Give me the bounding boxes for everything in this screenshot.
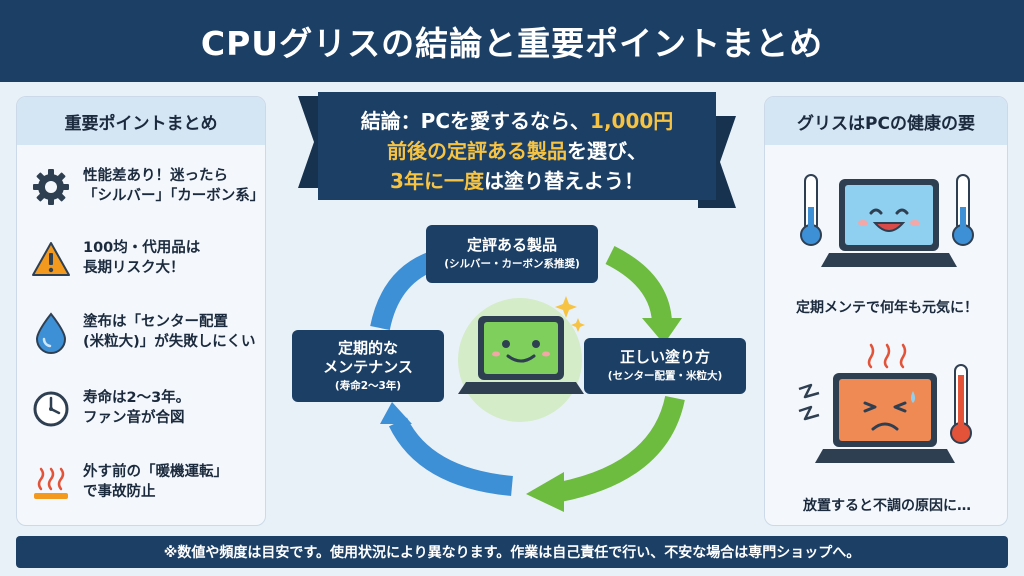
gear-icon bbox=[31, 165, 71, 209]
noise-icon bbox=[798, 383, 820, 399]
happy-laptop-icon bbox=[458, 296, 585, 422]
conclusion-line-1: 結論：PCを愛するなら、1,000円 bbox=[360, 109, 674, 133]
cycle-arrow-blue-bottom bbox=[388, 417, 514, 496]
overheated-laptop-icon bbox=[798, 343, 972, 463]
hot-thermometer-icon bbox=[950, 364, 972, 444]
key-point-text: 外す前の「暖機運転」 で事故防止 bbox=[83, 464, 228, 500]
cycle-arrow-green-top bbox=[605, 246, 672, 323]
conclusion-text: 結論：PCを愛するなら、1,000円 前後の定評ある製品を選び、 3年に一度は塗… bbox=[298, 92, 736, 210]
key-point-text: 性能差あり！迷ったら 「シルバー」「カーボン系」 bbox=[83, 168, 265, 204]
conclusion-banner: 結論：PCを愛するなら、1,000円 前後の定評ある製品を選び、 3年に一度は塗… bbox=[298, 92, 736, 210]
cycle-step-maintenance: 定期的な メンテナンス (寿命2〜3年) bbox=[292, 330, 444, 402]
heat-icon bbox=[31, 461, 71, 505]
footer-note: ※数値や頻度は目安です。使用状況により異なります。作業は自己責任で行い、不安な場… bbox=[16, 536, 1008, 568]
healthy-caption: 定期メンテで何年も元気に！ bbox=[796, 300, 978, 316]
key-point-application: 塗布は「センター配置 (米粒大)」が失敗しにくい bbox=[31, 303, 261, 363]
arrowhead bbox=[526, 472, 564, 512]
key-points-title: 重要ポイントまとめ bbox=[17, 97, 265, 145]
noise-icon bbox=[798, 405, 820, 421]
sparkle-icon bbox=[555, 296, 577, 318]
cold-thermometer-icon bbox=[800, 174, 822, 246]
cycle-step-correct-application: 正しい塗り方 (センター配置・米粒大) bbox=[584, 338, 746, 394]
key-points-panel: 重要ポイントまとめ 性能差あり！迷ったら 「シルバー」「カーボン系」 bbox=[16, 96, 266, 526]
key-point-lifespan: 寿命は2〜3年。 ファン音が合図 bbox=[31, 379, 261, 439]
key-point-text: 寿命は2〜3年。 ファン音が合図 bbox=[83, 390, 191, 426]
key-point-performance: 性能差あり！迷ったら 「シルバー」「カーボン系」 bbox=[31, 157, 265, 217]
page-title: CPUグリスの結論と重要ポイントまとめ bbox=[200, 24, 824, 63]
arrowhead bbox=[642, 318, 682, 344]
water-drop-icon bbox=[31, 311, 71, 355]
sparkle-icon bbox=[571, 318, 585, 332]
conclusion-line-3: 3年に一度は塗り替えよう！ bbox=[390, 169, 644, 193]
cold-thermometer-icon bbox=[952, 174, 974, 246]
key-point-text: 100均・代用品は 長期リスク大！ bbox=[83, 240, 201, 276]
conclusion-line-2: 前後の定評ある製品を選び、 bbox=[387, 139, 647, 163]
key-point-risk: 100均・代用品は 長期リスク大！ bbox=[31, 229, 261, 289]
header-bar: CPUグリスの結論と重要ポイントまとめ bbox=[0, 0, 1024, 82]
cycle-step-quality-product: 定評ある製品 (シルバー・カーボン系推奨) bbox=[426, 225, 598, 283]
key-point-warmup: 外す前の「暖機運転」 で事故防止 bbox=[31, 453, 261, 513]
cycle-arrow-green-bottom bbox=[557, 395, 685, 502]
clock-icon bbox=[31, 387, 71, 431]
key-point-text: 塗布は「センター配置 (米粒大)」が失敗しにくい bbox=[83, 314, 256, 350]
disclaimer-text: ※数値や頻度は目安です。使用状況により異なります。作業は自己責任で行い、不安な場… bbox=[163, 545, 861, 561]
arrowhead bbox=[380, 402, 412, 424]
steam-icon bbox=[867, 343, 907, 369]
cycle-arrow-blue-top bbox=[370, 252, 435, 331]
healthy-laptop-icon bbox=[800, 174, 974, 267]
cycle-diagram bbox=[370, 244, 685, 512]
unhealthy-caption: 放置すると不調の原因に… bbox=[803, 498, 971, 514]
banner-ribbon bbox=[298, 92, 736, 208]
pc-health-title: グリスはPCの健康の要 bbox=[765, 97, 1007, 145]
pc-health-panel: グリスはPCの健康の要 定期メンテで何年も元気に！ bbox=[764, 96, 1008, 526]
warning-icon bbox=[31, 237, 71, 281]
